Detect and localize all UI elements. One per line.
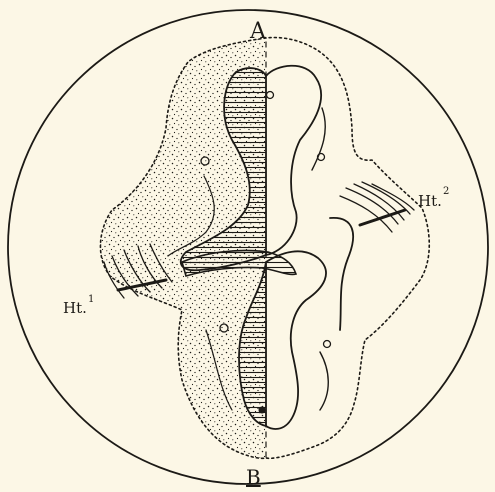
- label-left-heart: Ht.: [63, 299, 87, 317]
- label-top: A: [249, 19, 267, 44]
- upper-tube-open: [266, 66, 321, 255]
- inner-curve-right: [330, 218, 353, 330]
- lower-tube-open: [266, 251, 326, 429]
- inner-curve-upper-right: [312, 108, 325, 170]
- pore-lower-mid: [259, 407, 266, 414]
- right-heart-marks: [340, 182, 414, 232]
- pore-upper-mid: [267, 92, 274, 99]
- label-right-heart-sup: 2: [443, 186, 449, 197]
- pore-lower-right: [324, 341, 331, 348]
- label-right-heart: Ht.: [418, 192, 442, 210]
- inner-curve-lower-right: [320, 352, 328, 410]
- label-bottom: B: [246, 465, 261, 489]
- label-left-heart-sup: 1: [88, 294, 94, 305]
